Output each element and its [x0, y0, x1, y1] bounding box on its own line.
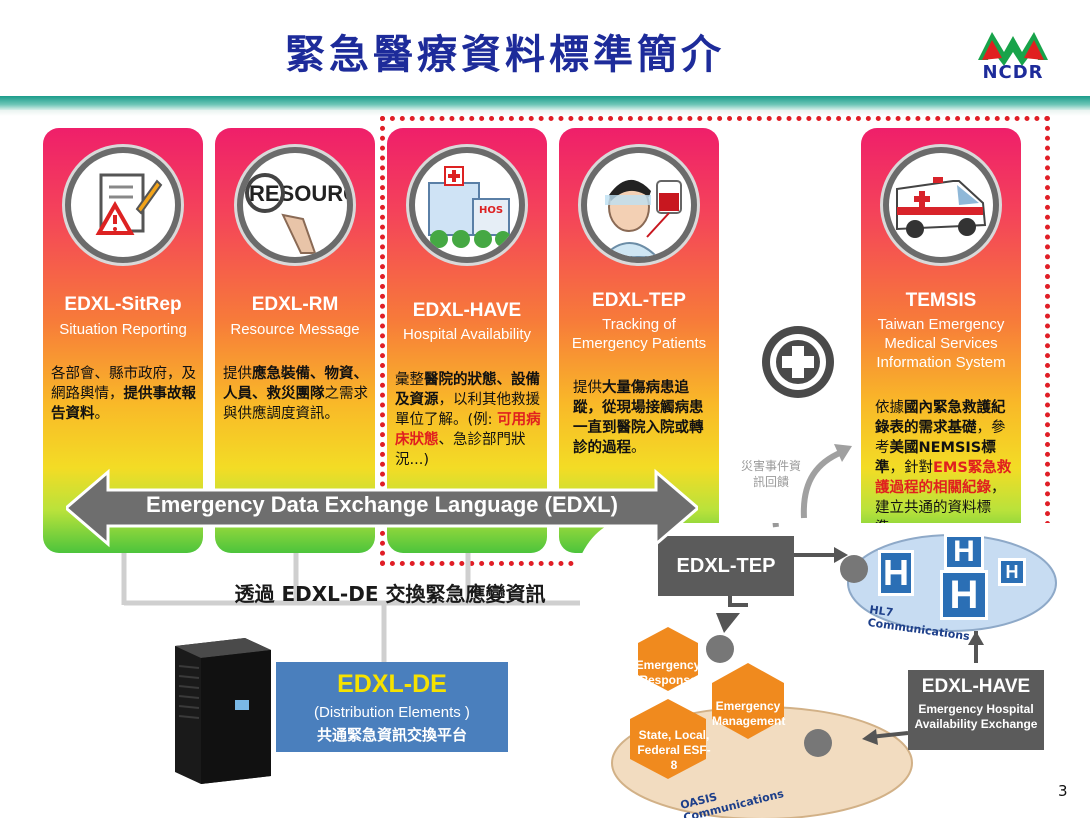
warning-document-icon: [95, 173, 163, 235]
card-description: 提供應急裝備、物資、人員、救災團隊之需求與供應調度資訊。: [223, 366, 368, 422]
card-subtitle: Hospital Availability: [402, 326, 532, 343]
card-have: HOS EDXL-HAVE Hospital Availability 彙整醫院…: [387, 128, 547, 553]
edxl-de-title: EDXL-DE: [337, 670, 447, 698]
card-title: TEMSIS: [905, 290, 977, 311]
connector-lines: [121, 553, 580, 663]
card-icon-ring: [880, 144, 1002, 266]
edxl-have-box: [908, 670, 1044, 750]
server-icon: [175, 638, 271, 784]
logo-text: NCDR: [982, 62, 1044, 83]
icon-text: RESOURCE: [249, 181, 347, 206]
card-subtitle: Information System: [876, 354, 1006, 371]
edxl-tep-box: EDXL-TEP: [658, 536, 794, 596]
card-tep: EDXL-TEP Tracking of Emergency Patients …: [559, 128, 719, 553]
page-title: 緊急醫療資料標準簡介: [285, 32, 725, 78]
hex-state-federal: State, Local, Federal ESF-8: [637, 728, 711, 772]
ncdr-logo-icon: [978, 32, 1048, 66]
card-subtitle: Emergency Patients: [571, 335, 707, 352]
card-subtitle: Medical Services: [884, 335, 998, 352]
resource-search-icon: RESOURCE: [245, 173, 347, 254]
edxl-de-subtitle: (Distribution Elements ): [314, 704, 470, 721]
card-description: 依據國內緊急救護紀錄表的需求基礎，參考美國NEMSIS標準，針對EMS緊急救護過…: [875, 400, 1012, 536]
feedback-arrow-icon: [800, 444, 852, 519]
card-rm: RESOURCE EDXL-RM Resource Message 提供應急裝備…: [215, 128, 375, 553]
hospital-h-icon: H: [998, 558, 1026, 586]
plus-circle-icon: [762, 326, 834, 398]
page-number: 3: [1058, 782, 1068, 800]
card-icon-ring: [62, 144, 184, 266]
card-title: EDXL-TEP: [592, 290, 686, 311]
card-description: 彙整醫院的狀態、設備及資源，以利其他救援單位了解。(例: 可用病床狀態、急診部門…: [395, 372, 541, 468]
card-icon-ring: [578, 144, 700, 266]
hospital-h-icon: H: [940, 570, 988, 620]
card-icon-ring: RESOURCE: [234, 144, 356, 266]
hospital-h-icon: H: [878, 550, 914, 596]
edxl-have-title: EDXL-HAVE: [921, 676, 1031, 697]
de-caption: 透過 EDXL-DE 交換緊急應變資訊: [234, 582, 546, 606]
feedback-note: 災害事件資訊回饋: [740, 459, 801, 489]
card-title: EDXL-HAVE: [412, 300, 522, 321]
card-description: 提供大量傷病患追蹤，從現場接觸病患一直到醫院入院或轉診的過程。: [573, 380, 704, 456]
edxl-double-arrow-icon: [66, 468, 698, 548]
hex-emergency-response: Emergency Response: [635, 658, 701, 687]
header-divider-shadow: [0, 110, 1090, 116]
hospital-h-icon: H: [944, 534, 984, 570]
ambulance-icon: [896, 177, 987, 238]
hospital-building-icon: HOS: [428, 166, 511, 248]
edxl-de-subtitle-zh: 共通緊急資訊交換平台: [316, 726, 467, 744]
hex-emergency-management: Emergency Management: [712, 699, 786, 728]
card-subtitle: Taiwan Emergency: [877, 316, 1005, 333]
svg-text:HOS: HOS: [479, 205, 503, 216]
edxl-have-subtitle: Emergency Hospital Availability Exchange: [914, 702, 1038, 731]
card-icon-ring: HOS: [406, 144, 528, 266]
edxl-de-box: [276, 662, 508, 752]
edxl-arrow-label: Emergency Data Exchange Language (EDXL): [146, 492, 618, 517]
card-sitrep: EDXL-SitRep Situation Reporting 各部會、縣市政府…: [43, 128, 203, 553]
header-divider: [0, 96, 1090, 110]
card-temsis: TEMSIS Taiwan Emergency Medical Services…: [861, 128, 1021, 553]
card-title: EDXL-SitRep: [64, 294, 182, 315]
card-description: 各部會、縣市政府，及網路輿情，提供事故報告資料。: [51, 366, 196, 422]
card-subtitle: Resource Message: [230, 321, 360, 338]
card-title: EDXL-RM: [251, 294, 339, 315]
card-subtitle: Situation Reporting: [59, 321, 187, 338]
card-subtitle: Tracking of: [602, 316, 676, 333]
